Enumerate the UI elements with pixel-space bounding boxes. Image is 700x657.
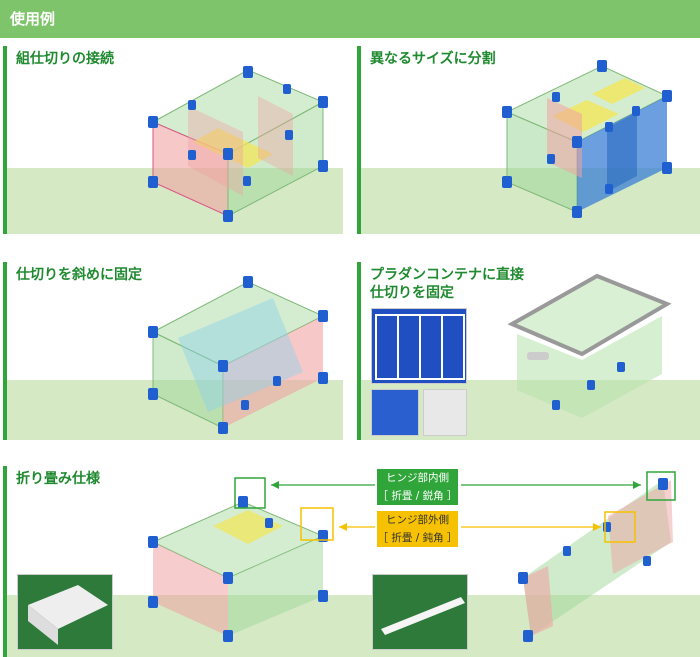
hinge-outer-label: ヒンジ部外側: [386, 514, 449, 526]
folding-illustration: [148, 471, 676, 642]
container-top-photo: [371, 308, 467, 384]
accent-bar: [3, 262, 7, 440]
hinge-inner-sub: ［ 折畳 / 鋭角 ］: [377, 490, 458, 502]
panel-connecting-partitions: 組仕切りの接続: [3, 46, 343, 234]
accent-bar: [357, 262, 361, 440]
accent-bar: [3, 46, 7, 234]
diagonal-partition-illustration: [148, 276, 328, 434]
hinge-outer-marker-left: [300, 507, 334, 541]
panel-title: 折り畳み仕様: [16, 471, 100, 487]
folding-box-photo: [17, 574, 113, 650]
panel-split-sizes: 異なるサイズに分割: [357, 46, 700, 234]
accent-bar: [3, 466, 7, 657]
hinge-outer-callout: ヒンジ部外側 ［ 折畳 / 鈍角 ］: [377, 511, 458, 547]
hinge-inner-callout: ヒンジ部内側 ［ 折畳 / 鋭角 ］: [377, 469, 458, 505]
container-detail-photo-1: [371, 389, 419, 436]
panel-title-line1: プラダンコンテナに直接: [370, 267, 524, 283]
accent-bar: [357, 46, 361, 234]
split-box-illustration: [502, 60, 672, 218]
container-detail-photo-2: [423, 389, 467, 436]
panel-container-fix: プラダンコンテナに直接 仕切りを固定: [357, 262, 700, 440]
panel-title: 仕切りを斜めに固定: [16, 267, 142, 283]
section-title: 使用例: [10, 10, 56, 28]
hinge-inner-marker-right: [646, 471, 676, 501]
panel-diagonal-fix: 仕切りを斜めに固定: [3, 262, 343, 440]
panel-title-line2: 仕切りを固定: [370, 285, 454, 301]
panel-title: プラダンコンテナに直接 仕切りを固定: [370, 266, 524, 302]
panel-folding: 折り畳み仕様: [3, 466, 700, 657]
hinge-inner-label: ヒンジ部内側: [386, 472, 449, 484]
panel-title: 異なるサイズに分割: [370, 51, 496, 67]
ground-band: [3, 595, 700, 657]
hinge-inner-marker-left: [234, 477, 266, 509]
partition-box-illustration: [148, 66, 328, 222]
hinge-outer-sub: ［ 折畳 / 鈍角 ］: [377, 532, 458, 544]
hinge-outer-marker-right: [604, 511, 636, 543]
folded-partition-photo: [372, 574, 468, 650]
section-header: 使用例: [0, 0, 700, 38]
panel-title: 組仕切りの接続: [16, 51, 114, 67]
container-illustration: [507, 273, 672, 418]
